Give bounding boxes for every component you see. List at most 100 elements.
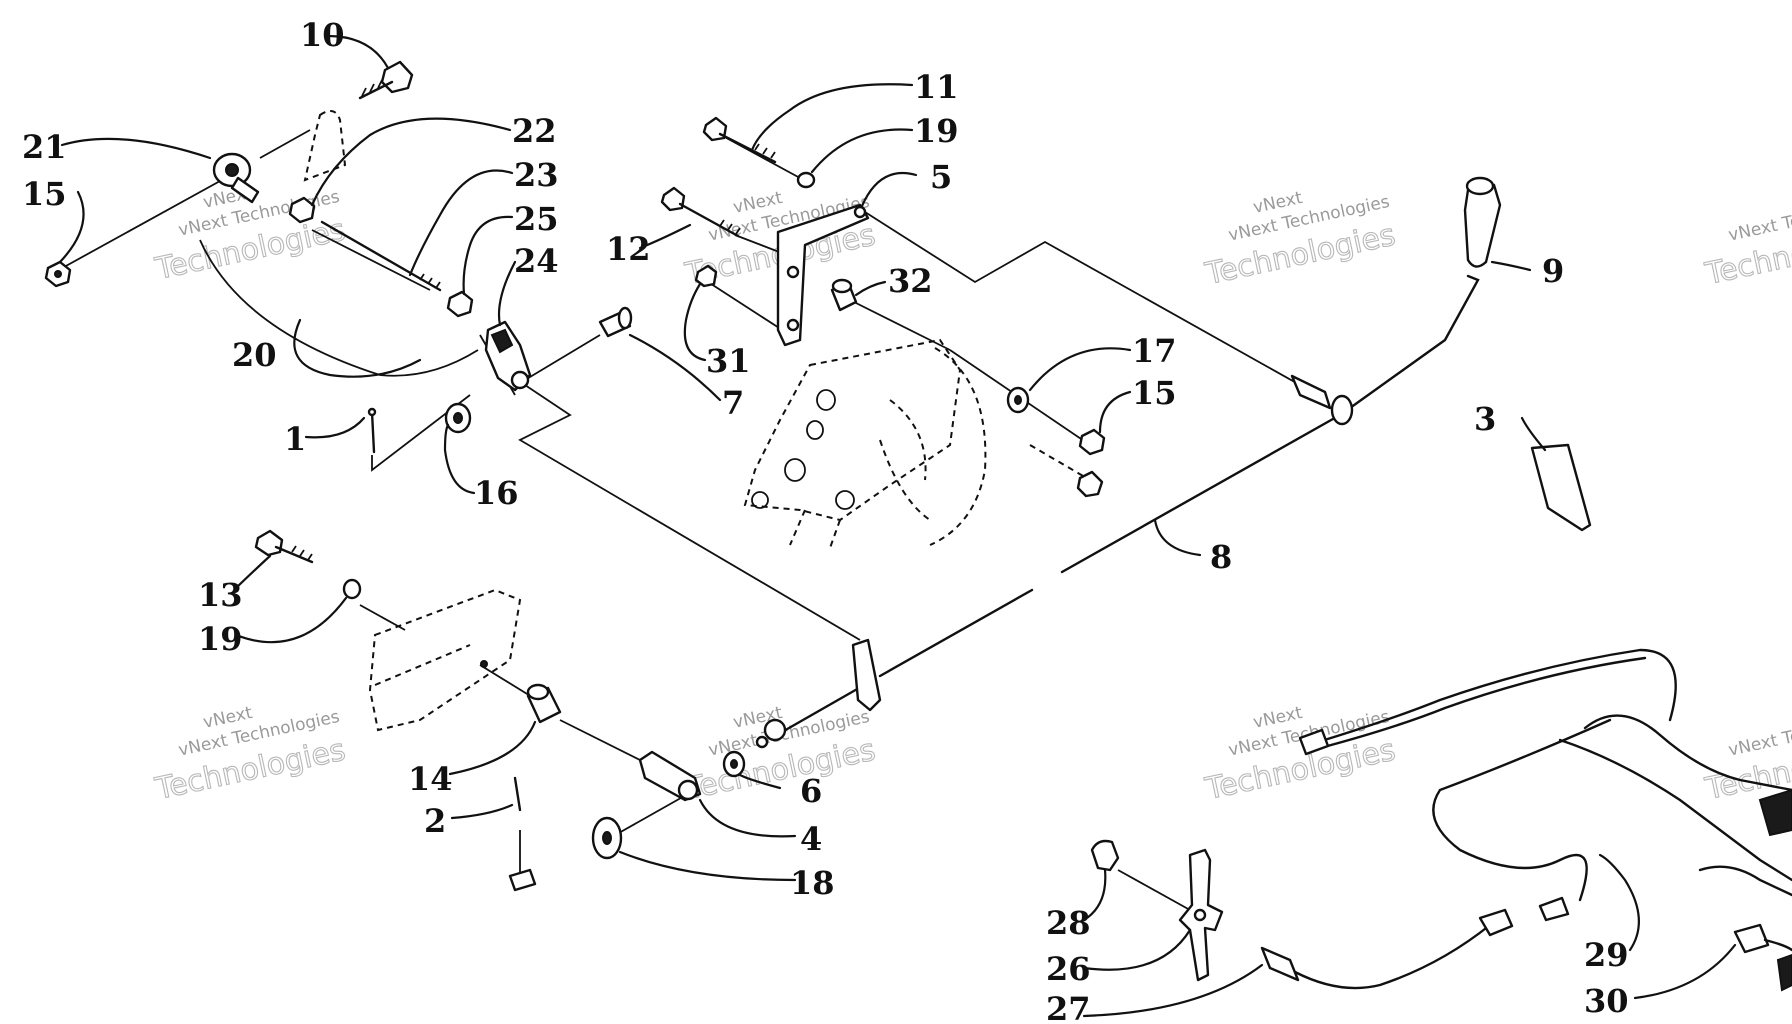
- part-spacer-32: [830, 278, 858, 312]
- leader-21: [60, 137, 212, 160]
- callout-19: 19: [914, 112, 959, 150]
- leader-13: [234, 554, 272, 590]
- part-washer-6: [722, 750, 746, 778]
- part-wiring-harness-29: [1298, 648, 1792, 922]
- leader-10: [323, 34, 390, 70]
- watermark: vNext vNext Technologies Technologies: [1201, 188, 1399, 293]
- axis-line: [54, 169, 241, 273]
- part-handle-9: [1463, 176, 1502, 268]
- leader-29: [1598, 853, 1640, 952]
- axis-line: [311, 229, 431, 291]
- part-nut-15: [44, 260, 72, 288]
- part-rod-23: [320, 220, 442, 292]
- part-washer-18: [591, 816, 623, 860]
- part-lever-24: [484, 320, 532, 392]
- axis-line: [559, 719, 651, 766]
- callout-25: 25: [514, 200, 559, 238]
- callout-12: 12: [606, 230, 651, 268]
- callout-10: 10: [300, 16, 345, 54]
- part-nut-28: [1090, 839, 1120, 872]
- leader-32: [854, 280, 887, 297]
- watermark: vNext vNext Technologies Technologies: [151, 703, 349, 808]
- callout-5: 5: [930, 158, 952, 196]
- callout-18: 18: [790, 864, 835, 902]
- part-washer-17: [1006, 386, 1030, 414]
- callout-numbers: 10 21 15 22 23 25 24 20 7 1 16 11 19 5 1…: [22, 16, 1629, 1024]
- part-bolt-11: [702, 116, 777, 164]
- part-washer-16: [444, 402, 472, 434]
- leader-15b: [1098, 390, 1132, 434]
- assembly-lines: [54, 127, 1301, 911]
- watermark: vNext vNext Technologies Technologies: [681, 703, 879, 808]
- leader-9: [1490, 260, 1532, 272]
- leader-19: [810, 128, 914, 174]
- part-nut-25: [446, 290, 474, 318]
- part-connector-30: [1733, 923, 1792, 992]
- leader-25: [462, 215, 514, 296]
- leader-27: [1082, 963, 1264, 1018]
- callout-24: 24: [514, 242, 559, 280]
- leader-1: [304, 416, 366, 439]
- part-bolt-13: [254, 529, 314, 564]
- leader-6: [738, 773, 782, 790]
- callout-28: 28: [1046, 904, 1091, 942]
- leader-24: [497, 260, 517, 327]
- callout-15: 15: [22, 175, 67, 213]
- leader-28: [1082, 868, 1107, 922]
- leader-15a: [58, 190, 85, 264]
- axis-line: [864, 211, 1301, 386]
- part-decal-3: [1530, 443, 1592, 532]
- watermark: vNext Technologies Technologies: [1701, 707, 1792, 808]
- leader-12: [638, 223, 692, 250]
- callout-4: 4: [800, 820, 822, 858]
- callout-30: 30: [1584, 982, 1629, 1020]
- leader-4: [698, 798, 797, 838]
- part-bolt-12: [660, 186, 741, 238]
- leader-11: [750, 83, 914, 152]
- leader-3: [1520, 416, 1547, 452]
- leader-17: [1028, 347, 1132, 392]
- callout-32: 32: [888, 262, 933, 300]
- part-pin-2: [508, 776, 537, 892]
- leader-18: [618, 850, 797, 882]
- part-nut-31: [694, 264, 718, 288]
- leader-lines: [58, 34, 1737, 1018]
- axis-line: [1117, 869, 1191, 911]
- callout-15-right: 15: [1132, 374, 1177, 412]
- watermark-line2: vNext Technologies: [1727, 192, 1792, 246]
- hidden-bracket: [303, 110, 347, 182]
- part-washer-19-lower: [342, 578, 362, 600]
- part-pin-1: [367, 407, 377, 454]
- callout-9: 9: [1542, 252, 1564, 290]
- callout-26: 26: [1046, 950, 1091, 988]
- callout-3: 3: [1474, 400, 1496, 438]
- callout-13: 13: [198, 576, 243, 614]
- leader-8: [1153, 518, 1202, 557]
- part-swivel-21: [212, 152, 260, 204]
- part-bracket-26: [1178, 848, 1224, 982]
- callout-22: 22: [512, 112, 557, 150]
- part-line-20: [199, 239, 479, 377]
- callout-27: 27: [1046, 990, 1091, 1024]
- leader-5: [860, 171, 918, 208]
- leader-30: [1633, 943, 1737, 1000]
- axis-line: [524, 334, 601, 381]
- leader-20: [293, 318, 422, 378]
- engine-block-phantom: [743, 338, 987, 549]
- callout-29: 29: [1584, 936, 1629, 974]
- leader-16: [443, 423, 476, 495]
- axis-line: [518, 384, 861, 641]
- callout-7: 7: [722, 384, 744, 422]
- leader-22: [310, 117, 512, 207]
- callout-17: 17: [1132, 332, 1177, 370]
- axis-line: [849, 299, 951, 351]
- callout-6: 6: [800, 772, 822, 810]
- part-nut-15-right: [1078, 428, 1106, 456]
- callout-20: 20: [232, 336, 277, 374]
- callout-21: 21: [22, 128, 67, 166]
- callout-31: 31: [706, 342, 751, 380]
- axis-line: [371, 394, 471, 472]
- leader-19b: [234, 596, 348, 644]
- part-wiring-27: [1260, 908, 1514, 990]
